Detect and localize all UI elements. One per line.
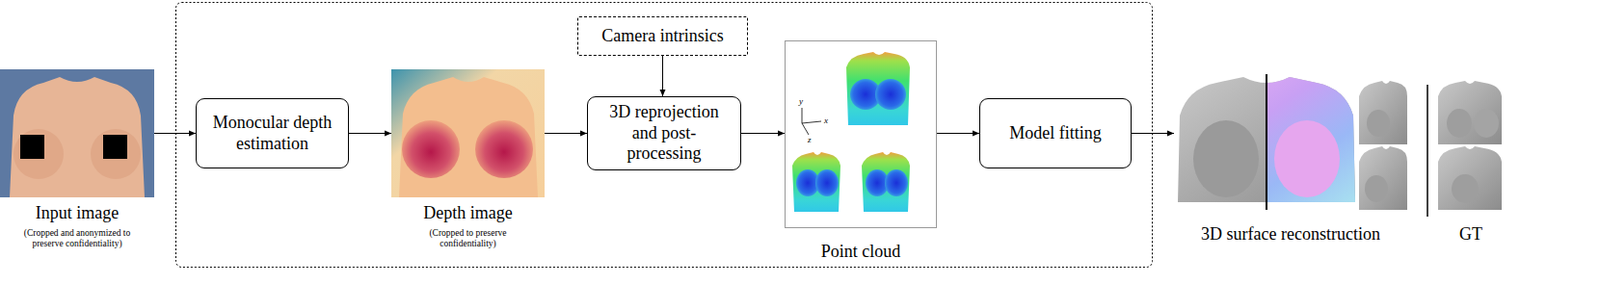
axis-label: x — [824, 116, 828, 126]
process-box: 3D reprojection and post-processing — [586, 96, 742, 171]
input-photo-node: Input image (Cropped and anonymized to pr… — [0, 69, 155, 250]
ground-truth-node: GT — [1436, 72, 1506, 246]
node-label: Model fitting — [1009, 123, 1102, 145]
process-box: Model fitting — [979, 98, 1132, 169]
point-cloud-panel — [785, 41, 937, 229]
node-label: Input image — [0, 203, 155, 225]
input-photo — [0, 69, 155, 198]
node-label: Camera intrinsics — [601, 26, 723, 48]
flow-arrow — [544, 133, 587, 134]
depth-image-node: Depth image (Cropped to preserve confiden… — [391, 69, 545, 250]
pipeline-frame — [176, 2, 1153, 268]
point-cloud-node: Point cloud — [784, 40, 937, 264]
flow-arrow — [741, 133, 785, 134]
output-render-node: 3D surface reconstruction — [1173, 72, 1408, 246]
node-note: (Cropped and anonymized to preserve conf… — [20, 228, 134, 251]
flow-arrow — [1131, 133, 1174, 134]
flow-arrow — [662, 55, 664, 97]
node-note: (Cropped to preserve confidentiality) — [420, 228, 517, 251]
node-label: 3D reprojection and post-processing — [601, 102, 727, 165]
node-label: GT — [1436, 224, 1506, 246]
axis-label: y — [799, 97, 803, 107]
node-label: 3D surface reconstruction — [1173, 224, 1408, 246]
node-label: Depth image — [391, 203, 545, 225]
flow-arrow — [348, 133, 392, 134]
flow-arrow — [154, 133, 196, 134]
node-label: Point cloud — [784, 241, 937, 264]
node-label: Monocular depth estimation — [210, 112, 335, 155]
process-box: Monocular depth estimation — [195, 98, 349, 169]
depth-image — [391, 69, 545, 198]
input-box: Camera intrinsics — [577, 16, 748, 56]
flow-arrow — [936, 133, 980, 134]
reconstruction-render — [1177, 74, 1502, 217]
axis-label: z — [807, 135, 812, 145]
